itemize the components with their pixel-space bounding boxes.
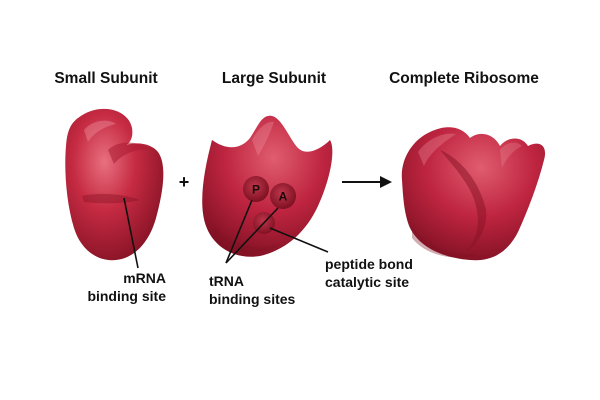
mrna-label-line1: mRNA [123,270,166,286]
plus-sign: + [179,172,190,192]
small-subunit-title: Small Subunit [54,70,157,87]
trna-label-line1: tRNA [209,273,244,289]
complete-ribosome [401,127,546,261]
peptide-leader-line [269,227,329,253]
mrna-leader-line [123,197,139,269]
leader-lines [123,197,329,269]
arrow-icon [342,176,392,188]
a-site-label: A [279,190,288,204]
small-subunit [65,108,164,261]
trna-label-line2: binding sites [209,291,296,307]
a-site [270,183,296,209]
peptide-label-line2: catalytic site [325,274,409,290]
trna-leader-line-p [225,199,253,264]
peptide-label-line1: peptide bond [325,256,413,272]
p-site-label: P [252,183,260,197]
trna-leader-line-a [225,207,279,264]
mrna-label-line2: binding site [87,288,166,304]
complete-ribosome-title: Complete Ribosome [389,70,539,87]
large-subunit-title: Large Subunit [222,70,326,87]
p-site [243,176,269,202]
